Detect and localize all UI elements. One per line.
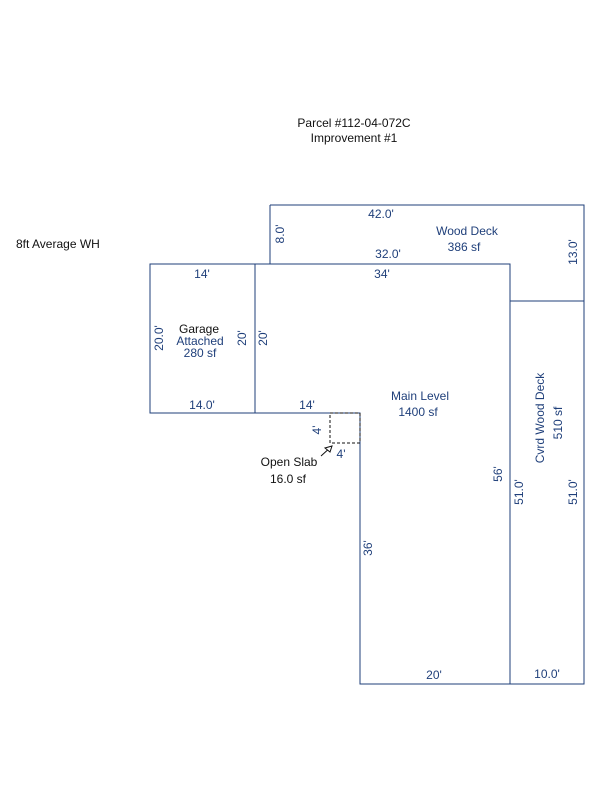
improvement-label: Improvement #1 <box>311 131 398 145</box>
main-level-name: Main Level <box>391 389 449 403</box>
average-wall-height-note: 8ft Average WH <box>16 237 100 251</box>
dim-deck-top: 42.0' <box>368 207 394 221</box>
open-slab-name: Open Slab <box>261 455 318 469</box>
dim-slab-horizontal: 4' <box>337 447 346 461</box>
covered-deck-area: 510 sf <box>551 406 565 439</box>
garage-name: Garage <box>179 322 219 336</box>
dim-deck-left: 8.0' <box>273 225 287 244</box>
dim-garage-bottom: 14.0' <box>189 398 215 412</box>
main-level-area: 1400 sf <box>398 405 438 419</box>
dim-garage-right: 20' <box>235 330 249 346</box>
parcel-number: Parcel #112-04-072C <box>297 116 411 130</box>
covered-deck-name: Cvrd Wood Deck <box>533 372 547 463</box>
covered-deck-outline <box>510 300 585 685</box>
wood-deck-name: Wood Deck <box>436 224 499 238</box>
dim-garage-shared-wall: 20' <box>256 330 270 346</box>
dim-main-right-inner: 51.0' <box>512 479 526 505</box>
dim-garage-left: 20.0' <box>152 325 166 351</box>
dim-covered-deck-bottom: 10.0' <box>534 667 560 681</box>
dim-main-right: 56' <box>491 466 505 482</box>
open-slab-arrowhead <box>323 445 333 453</box>
dim-covered-deck-right: 51.0' <box>566 479 580 505</box>
garage-attached-label: Attached <box>176 334 223 348</box>
dim-deck-bottom: 32.0' <box>375 247 401 261</box>
open-slab-outline <box>329 412 361 444</box>
dim-main-left-lower: 36' <box>361 540 375 556</box>
wood-deck-area: 386 sf <box>448 240 481 254</box>
dim-deck-right: 13.0' <box>566 239 580 265</box>
dim-slab-vertical: 4' <box>310 426 324 435</box>
garage-area: 280 sf <box>184 346 217 360</box>
dim-main-top: 34' <box>374 267 390 281</box>
dim-main-notch-top: 14' <box>299 398 315 412</box>
dim-garage-top: 14' <box>194 267 210 281</box>
wood-deck-outline <box>269 204 585 302</box>
dim-main-bottom: 20' <box>426 668 442 682</box>
open-slab-area: 16.0 sf <box>270 472 307 486</box>
